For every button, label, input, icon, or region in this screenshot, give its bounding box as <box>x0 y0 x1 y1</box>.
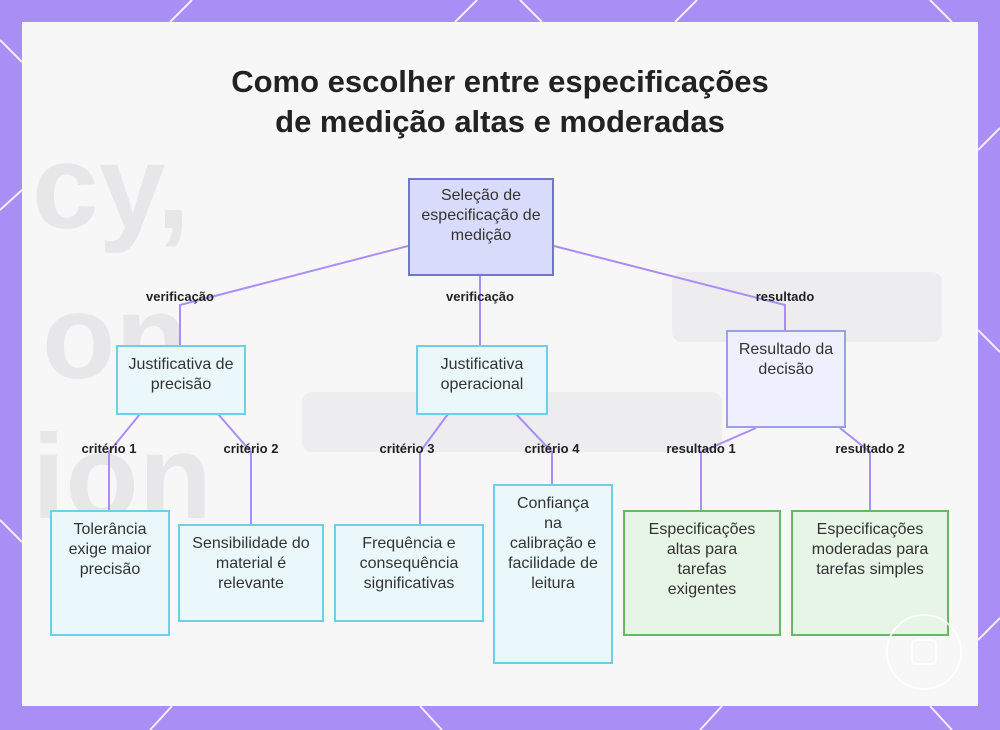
edge-label-verificacao-1: verificação <box>146 289 214 304</box>
node-sensibilidade: Sensibilidade do material é relevante <box>178 524 324 622</box>
node-sensibilidade-label: Sensibilidade do material é relevante <box>186 534 316 594</box>
node-frequencia: Frequência e consequência significativas <box>334 524 484 622</box>
node-resultado-decisao: Resultado da decisão <box>726 330 846 428</box>
edge-label-criterio-4: critério 4 <box>525 441 580 456</box>
node-especificacoes-altas-label: Especificações altas para tarefas exigen… <box>642 520 762 600</box>
node-root-label: Seleção de especificação de medição <box>416 186 546 246</box>
edge-label-criterio-1: critério 1 <box>82 441 137 456</box>
edge-label-criterio-3: critério 3 <box>380 441 435 456</box>
edge-label-resultado-1: resultado 1 <box>666 441 735 456</box>
node-especificacoes-moderadas-label: Especificações moderadas para tarefas si… <box>810 520 930 580</box>
node-justificativa-operacional-label: Justificativa operacional <box>424 355 540 395</box>
edge-label-resultado-2: resultado 2 <box>835 441 904 456</box>
edge-label-criterio-2: critério 2 <box>224 441 279 456</box>
node-especificacoes-altas: Especificações altas para tarefas exigen… <box>623 510 781 636</box>
node-root: Seleção de especificação de medição <box>408 178 554 276</box>
node-tolerancia-label: Tolerância exige maior precisão <box>58 520 162 580</box>
node-resultado-decisao-label: Resultado da decisão <box>734 340 838 380</box>
diagram-card: cy, on ion Como escolher entre especific… <box>22 22 978 706</box>
node-justificativa-precisao-label: Justificativa de precisão <box>124 355 238 395</box>
node-justificativa-precisao: Justificativa de precisão <box>116 345 246 415</box>
seal-icon <box>886 614 962 690</box>
seal-inner-icon <box>911 639 937 665</box>
node-frequencia-label: Frequência e consequência significativas <box>342 534 476 594</box>
node-confianca: Confiança na calibração e facilidade de … <box>493 484 613 664</box>
node-justificativa-operacional: Justificativa operacional <box>416 345 548 415</box>
edge-label-resultado: resultado <box>756 289 815 304</box>
edge-label-verificacao-2: verificação <box>446 289 514 304</box>
node-tolerancia: Tolerância exige maior precisão <box>50 510 170 636</box>
node-confianca-label: Confiança na calibração e facilidade de … <box>508 494 598 594</box>
